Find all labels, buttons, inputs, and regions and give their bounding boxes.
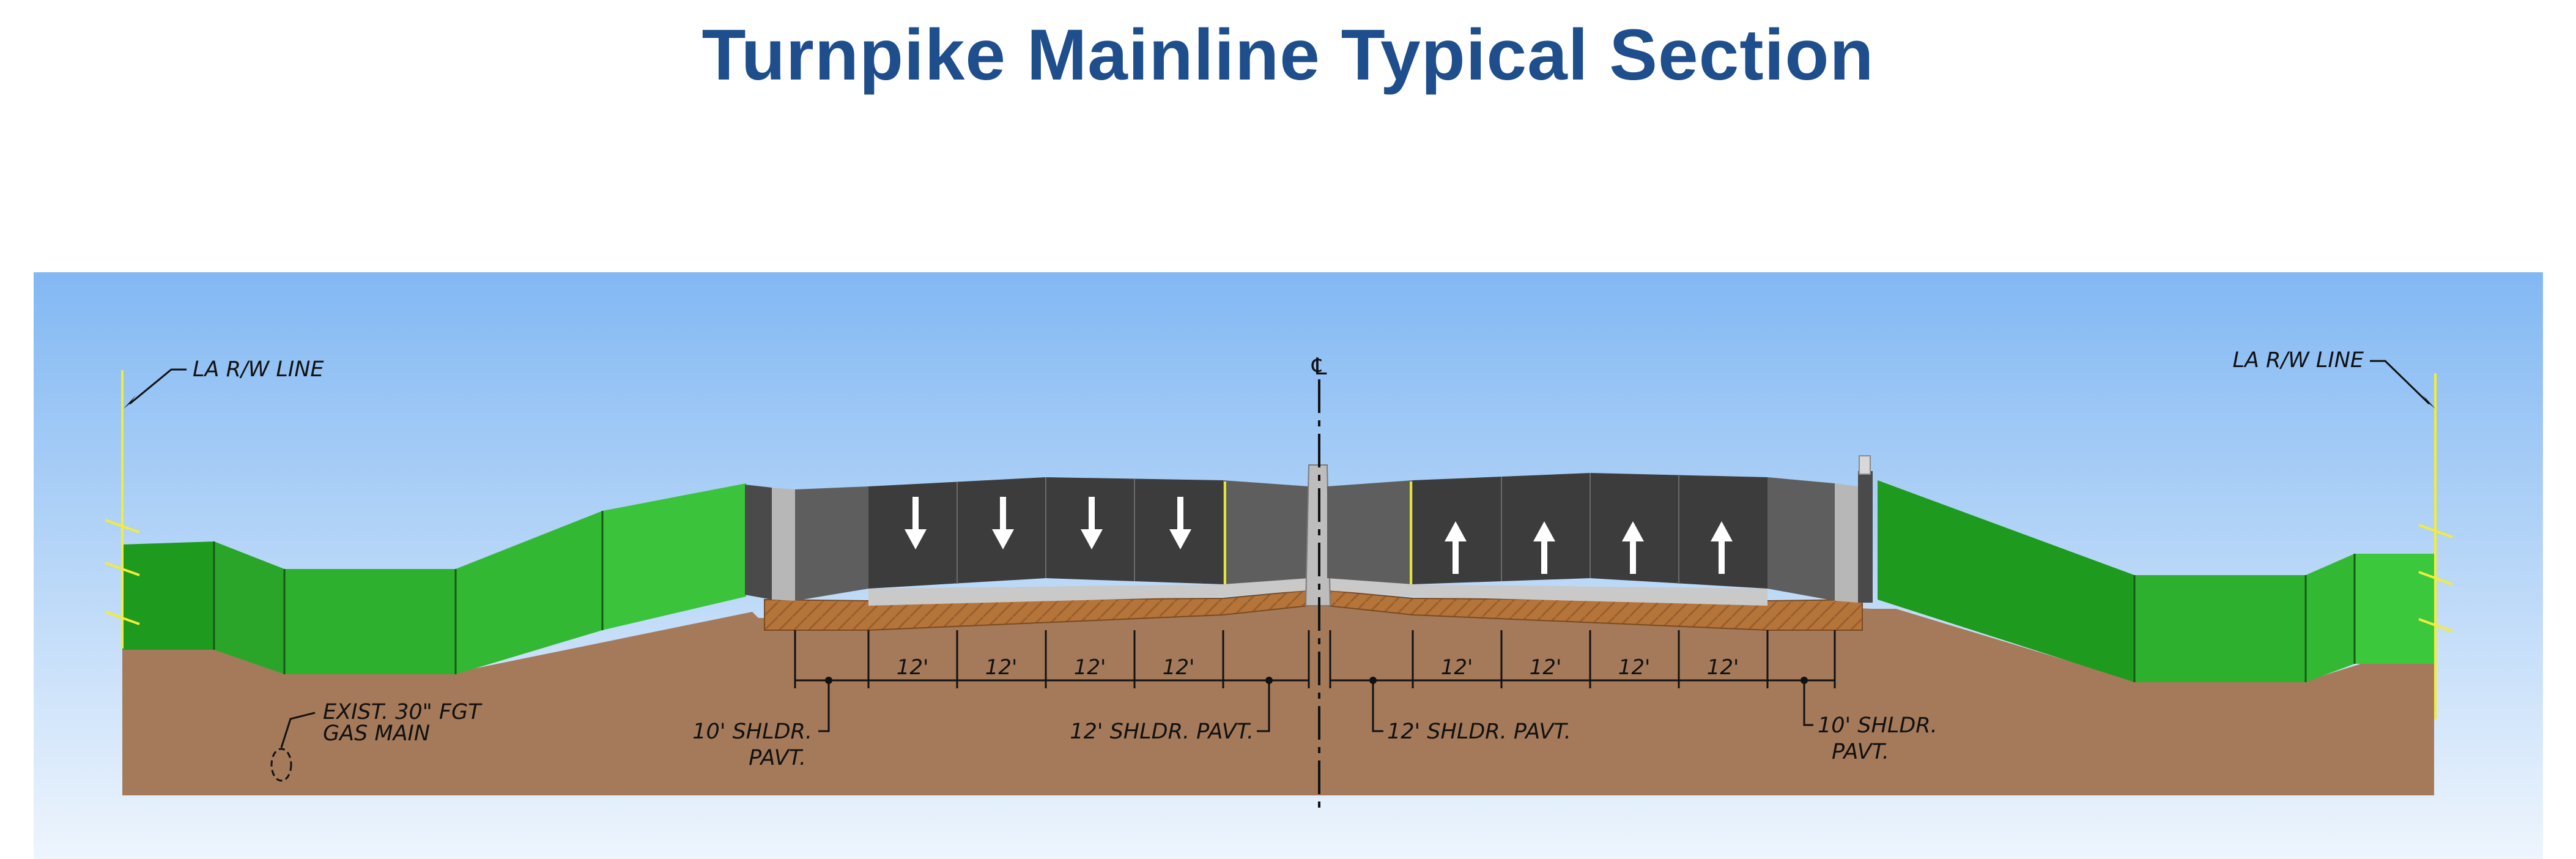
lane-dimension: 12' — [1530, 655, 1562, 680]
lane-dimension: 12' — [1618, 655, 1651, 680]
dimension-lines — [794, 630, 1836, 732]
right-lane-dimensions: 12' 12' 12' 12' — [1441, 655, 1739, 680]
rw-line-left-label: LA R/W LINE — [193, 357, 324, 382]
right-inner-shoulder-label: 12' SHLDR. PAVT. — [1387, 720, 1571, 744]
arrow-down-icon — [1169, 497, 1191, 549]
arrow-up-icon — [1533, 521, 1555, 574]
left-outer-shoulder — [795, 486, 868, 601]
left-outer-shoulder-label-line2: PAVT. — [749, 746, 806, 770]
lane-dimension: 12' — [1163, 655, 1195, 680]
right-lane-arrows — [1445, 521, 1733, 574]
lane-dimension: 12' — [897, 655, 929, 680]
rw-line-right-label: LA R/W LINE — [2232, 348, 2364, 373]
gas-main-label-line1: EXIST. 30" FGT — [323, 700, 483, 724]
right-outer-shoulder-label-line2: PAVT. — [1832, 740, 1889, 764]
lane-dimension: 12' — [1074, 655, 1106, 680]
arrow-up-icon — [1622, 521, 1644, 574]
right-embankment — [1878, 480, 2434, 682]
arrow-up-icon — [1445, 521, 1467, 574]
rw-line-right — [2418, 373, 2453, 719]
left-lane-arrows — [905, 497, 1191, 549]
arrow-down-icon — [992, 497, 1014, 549]
lane-dimension: 12' — [1441, 655, 1473, 680]
lane-dimension: 12' — [1707, 655, 1739, 680]
right-inner-shoulder — [1327, 480, 1413, 584]
rw-line-left — [105, 370, 140, 649]
arrow-down-icon — [1081, 497, 1103, 549]
left-lane-dimensions: 12' 12' 12' 12' — [897, 655, 1195, 680]
page-title: Turnpike Mainline Typical Section — [701, 15, 1875, 95]
lane-dimension: 12' — [985, 655, 1018, 680]
centerline-symbol: ℄ — [1309, 353, 1330, 380]
left-embankment — [122, 483, 746, 674]
right-outer-shoulder — [1767, 477, 1835, 601]
left-outer-shoulder-label-line1: 10' SHLDR. — [692, 720, 812, 744]
gas-pipe-icon — [270, 748, 292, 782]
left-inner-shoulder-label: 12' SHLDR. PAVT. — [1070, 720, 1254, 744]
left-inner-shoulder — [1223, 480, 1309, 584]
gas-main-label-line2: GAS MAIN — [323, 721, 430, 746]
right-outer-shoulder-label-line1: 10' SHLDR. — [1818, 713, 1938, 738]
soil-body — [122, 603, 2434, 795]
arrow-up-icon — [1711, 521, 1733, 574]
right-guardrail — [1858, 471, 1873, 603]
left-guardrail — [745, 485, 772, 600]
gas-main: EXIST. 30" FGT GAS MAIN — [270, 700, 483, 782]
arrow-down-icon — [905, 497, 927, 549]
